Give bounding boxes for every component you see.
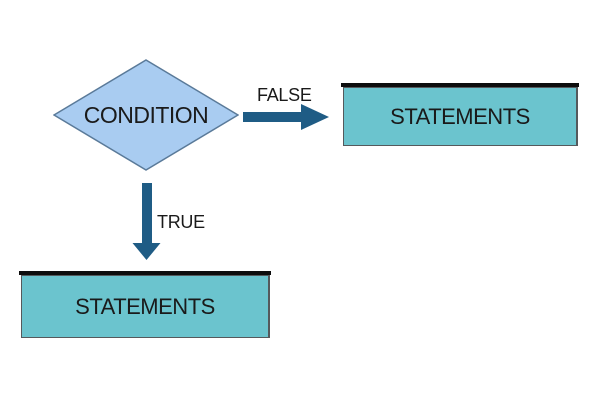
false-arrow-polygon — [243, 104, 329, 130]
diamond-polygon — [53, 59, 239, 171]
false-branch-label: FALSE — [257, 85, 312, 105]
true-statements-label: STATEMENTS — [75, 293, 215, 319]
condition-diamond-shape — [53, 59, 239, 171]
false-arrow-right-icon — [243, 104, 329, 130]
true-arrow-down-icon — [132, 183, 161, 260]
true-arrow-polygon — [132, 183, 161, 260]
true-statements-box: STATEMENTS — [19, 271, 271, 338]
true-branch-label: TRUE — [157, 212, 205, 232]
condition-label: CONDITION — [83, 101, 209, 128]
false-statements-label: STATEMENTS — [390, 103, 530, 129]
false-statements-box: STATEMENTS — [341, 83, 579, 146]
